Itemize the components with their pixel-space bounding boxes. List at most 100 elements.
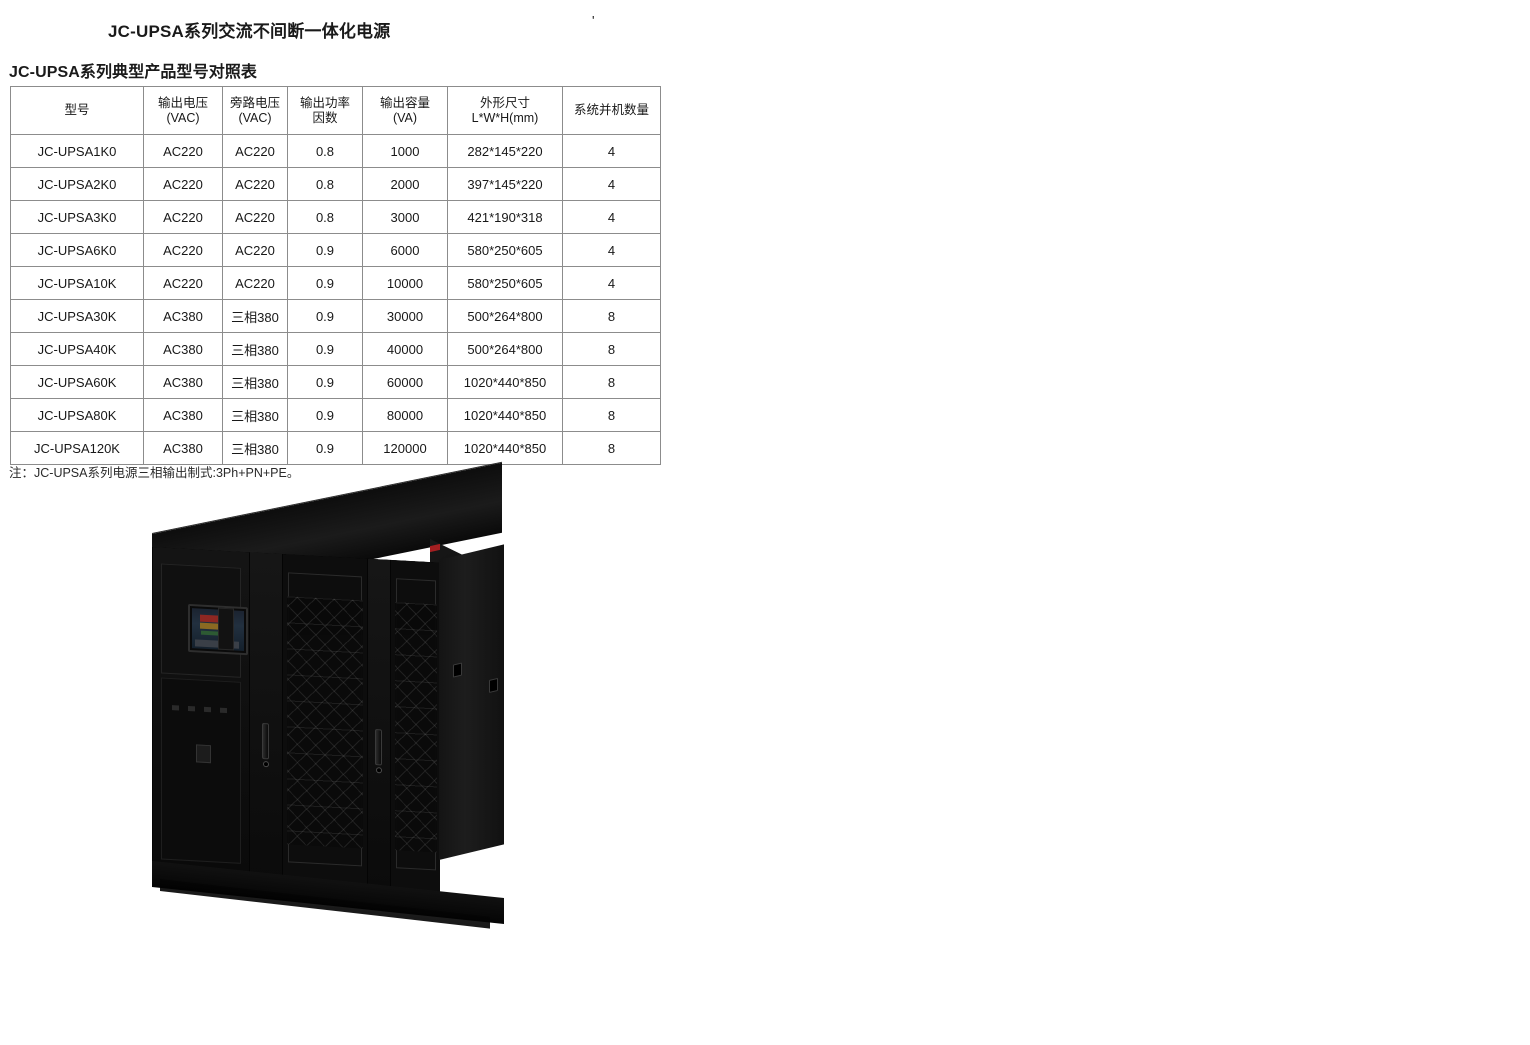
column-header-bypass-voltage-line1: 旁路电压 <box>229 95 280 110</box>
table-row: JC-UPSA80K AC380 三相380 0.9 80000 1020*44… <box>10 398 661 432</box>
cell-dimensions: 282*145*220 <box>447 134 563 168</box>
cell-parallel: 4 <box>562 200 661 234</box>
breaker-switch-block <box>196 744 211 764</box>
cell-model: JC-UPSA30K <box>10 299 144 333</box>
table-header-row: 型号 输出电压 (VAC) 旁路电压 (VAC) 输出功率 因数 输出容量 (V… <box>10 86 661 135</box>
side-panel-lock-icon <box>453 662 462 678</box>
cell-output-voltage: AC380 <box>143 332 223 366</box>
cell-bypass-voltage: AC220 <box>222 200 288 234</box>
table-row: JC-UPSA2K0 AC220 AC220 0.8 2000 397*145*… <box>10 167 661 201</box>
column-header-parallel-quantity: 系统并机数量 <box>562 86 661 135</box>
module-grille <box>395 602 437 853</box>
cell-output-voltage: AC220 <box>143 134 223 168</box>
cabinet-side-panel <box>439 544 504 860</box>
cell-power-factor: 0.9 <box>287 398 363 432</box>
cell-output-voltage: AC220 <box>143 167 223 201</box>
cell-output-voltage: AC380 <box>143 431 223 465</box>
cell-parallel: 4 <box>562 233 661 267</box>
column-header-capacity-line2: (VA) <box>392 110 418 125</box>
module-grille <box>287 596 363 849</box>
table-row: JC-UPSA6K0 AC220 AC220 0.9 6000 580*250*… <box>10 233 661 267</box>
cell-power-factor: 0.9 <box>287 233 363 267</box>
door-lock-icon <box>263 761 269 768</box>
column-header-dimensions-line2: L*W*H(mm) <box>471 110 539 125</box>
cabinet-module-door-2 <box>282 554 368 889</box>
cell-power-factor: 0.8 <box>287 134 363 168</box>
cell-parallel: 8 <box>562 332 661 366</box>
cell-dimensions: 1020*440*850 <box>447 365 563 399</box>
column-header-model: 型号 <box>10 86 144 135</box>
cabinet-module-door-1 <box>249 552 283 885</box>
cell-model: JC-UPSA3K0 <box>10 200 144 234</box>
cell-output-voltage: AC380 <box>143 398 223 432</box>
cell-bypass-voltage: 三相380 <box>222 431 288 465</box>
cell-parallel: 4 <box>562 167 661 201</box>
cell-dimensions: 580*250*605 <box>447 266 563 300</box>
table-header: 型号 输出电压 (VAC) 旁路电压 (VAC) 输出功率 因数 输出容量 (V… <box>10 86 661 135</box>
cell-power-factor: 0.9 <box>287 299 363 333</box>
table-footnote: 注：JC-UPSA系列电源三相输出制式:3Ph+PN+PE。 <box>9 466 300 480</box>
cell-model: JC-UPSA10K <box>10 266 144 300</box>
column-header-parallel-quantity-line1: 系统并机数量 <box>573 103 649 117</box>
column-header-power-factor-line2: 因数 <box>312 110 338 125</box>
cell-capacity: 2000 <box>362 167 448 201</box>
cell-capacity: 3000 <box>362 200 448 234</box>
lcd-warning-bar <box>200 623 218 630</box>
cell-power-factor: 0.8 <box>287 167 363 201</box>
cabinet-front-face <box>152 547 440 893</box>
cell-capacity: 60000 <box>362 365 448 399</box>
column-header-power-factor: 输出功率 因数 <box>287 86 363 135</box>
table-row: JC-UPSA120K AC380 三相380 0.9 120000 1020*… <box>10 431 661 465</box>
cell-model: JC-UPSA2K0 <box>10 167 144 201</box>
column-header-output-voltage-line2: (VAC) <box>166 110 200 125</box>
column-header-bypass-voltage-line2: (VAC) <box>238 110 272 125</box>
breaker-compartment <box>161 677 241 864</box>
cell-bypass-voltage: AC220 <box>222 266 288 300</box>
cell-bypass-voltage: AC220 <box>222 134 288 168</box>
cell-power-factor: 0.8 <box>287 200 363 234</box>
cell-model: JC-UPSA120K <box>10 431 144 465</box>
cell-parallel: 8 <box>562 398 661 432</box>
cell-model: JC-UPSA1K0 <box>10 134 144 168</box>
table-row: JC-UPSA3K0 AC220 AC220 0.8 3000 421*190*… <box>10 200 661 234</box>
column-header-bypass-voltage: 旁路电压 (VAC) <box>222 86 288 135</box>
cabinet-control-door <box>152 547 250 883</box>
product-photo <box>130 461 550 935</box>
cell-output-voltage: AC380 <box>143 365 223 399</box>
cell-capacity: 40000 <box>362 332 448 366</box>
column-header-capacity-line1: 输出容量 <box>379 95 430 110</box>
table-row: JC-UPSA30K AC380 三相380 0.9 30000 500*264… <box>10 299 661 333</box>
column-header-capacity: 输出容量 (VA) <box>362 86 448 135</box>
cell-capacity: 30000 <box>362 299 448 333</box>
column-header-model-line1: 型号 <box>64 103 90 117</box>
column-header-output-voltage-line1: 输出电压 <box>157 95 208 110</box>
cell-model: JC-UPSA40K <box>10 332 144 366</box>
side-panel-lock-icon <box>489 677 498 693</box>
cell-parallel: 8 <box>562 431 661 465</box>
cell-capacity: 1000 <box>362 134 448 168</box>
door-handle <box>262 722 269 760</box>
cell-bypass-voltage: 三相380 <box>222 332 288 366</box>
cell-output-voltage: AC220 <box>143 200 223 234</box>
cell-capacity: 6000 <box>362 233 448 267</box>
cell-output-voltage: AC380 <box>143 299 223 333</box>
cell-dimensions: 500*264*800 <box>447 332 563 366</box>
page-title: JC-UPSA系列交流不间断一体化电源 <box>108 22 391 41</box>
table-row: JC-UPSA40K AC380 三相380 0.9 40000 500*264… <box>10 332 661 366</box>
product-model-comparison-table: 型号 输出电压 (VAC) 旁路电压 (VAC) 输出功率 因数 输出容量 (V… <box>10 86 661 465</box>
cell-output-voltage: AC220 <box>143 233 223 267</box>
cell-power-factor: 0.9 <box>287 266 363 300</box>
cell-dimensions: 580*250*605 <box>447 233 563 267</box>
cell-capacity: 120000 <box>362 431 448 465</box>
cell-power-factor: 0.9 <box>287 431 363 465</box>
section-title: JC-UPSA系列典型产品型号对照表 <box>9 64 258 81</box>
breaker-row <box>172 705 230 714</box>
table-row: JC-UPSA60K AC380 三相380 0.9 60000 1020*44… <box>10 365 661 399</box>
cell-bypass-voltage: AC220 <box>222 167 288 201</box>
cell-bypass-voltage: 三相380 <box>222 398 288 432</box>
cell-parallel: 8 <box>562 299 661 333</box>
cabinet-module-door-4 <box>390 559 440 893</box>
table-body: JC-UPSA1K0 AC220 AC220 0.8 1000 282*145*… <box>10 134 661 465</box>
table-row: JC-UPSA10K AC220 AC220 0.9 10000 580*250… <box>10 266 661 300</box>
cell-parallel: 8 <box>562 365 661 399</box>
